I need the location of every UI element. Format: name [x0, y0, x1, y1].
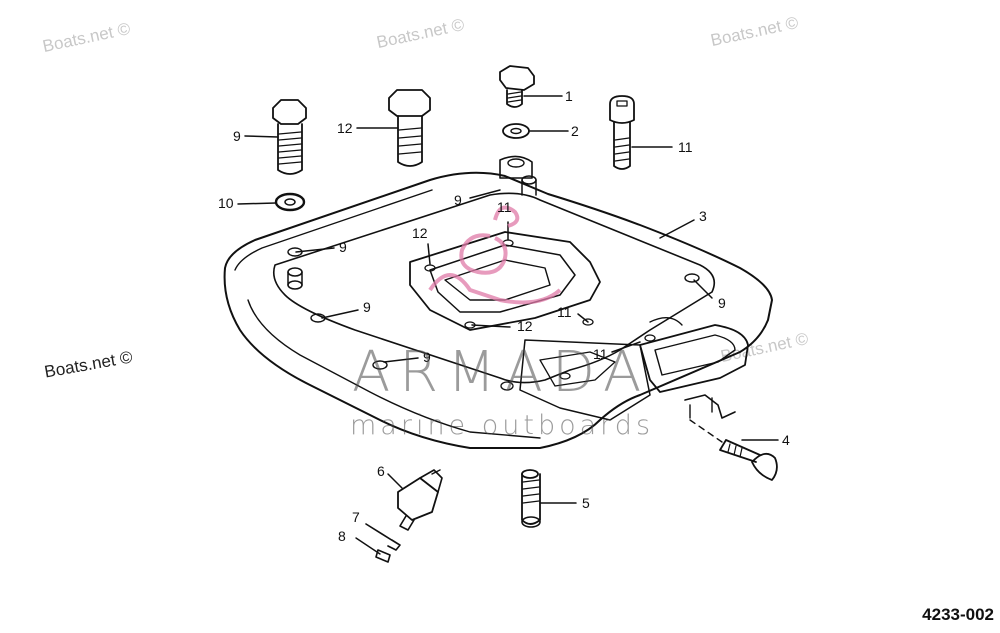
- callout-10: 10: [218, 195, 234, 211]
- socket-screw-11: [609, 95, 635, 170]
- callout-12-bolt: 12: [337, 120, 353, 136]
- adapter-plate-outline: [223, 171, 773, 449]
- callout-4: 4: [782, 432, 790, 448]
- callout-2: 2: [571, 123, 579, 139]
- callout-5: 5: [582, 495, 590, 511]
- callout-6: 6: [377, 463, 385, 479]
- adapter-plate-face: [272, 192, 716, 384]
- callout-9-right: 9: [718, 295, 726, 311]
- brand-name: ARMADA: [352, 340, 651, 405]
- callout-9-lower: 9: [423, 349, 431, 365]
- callout-3: 3: [699, 208, 707, 224]
- callout-1: 1: [565, 88, 573, 104]
- callout-11-top: 11: [497, 199, 512, 215]
- callout-12-mid: 12: [517, 318, 533, 334]
- pin-7: [365, 523, 401, 551]
- callout-11-screw: 11: [678, 139, 693, 155]
- bolt-4: [689, 419, 778, 481]
- brand-tagline: marine outboards: [350, 410, 655, 441]
- callout-12-left: 12: [412, 225, 428, 241]
- armada-logo-mark: [428, 205, 562, 305]
- stud-5: [521, 469, 541, 528]
- switch-6: [397, 469, 443, 531]
- callout-9-top: 9: [454, 192, 462, 208]
- callout-8: 8: [338, 528, 346, 544]
- pin-8: [355, 537, 391, 563]
- callout-9-mid: 9: [363, 299, 371, 315]
- callout-9-left: 9: [339, 239, 347, 255]
- bolt-9: [272, 99, 307, 175]
- callout-11-mid: 11: [557, 304, 572, 320]
- callout-7: 7: [352, 509, 360, 525]
- figure-id: 4233-002: [922, 605, 994, 624]
- bolt-1: [499, 65, 535, 108]
- washer-10: [274, 192, 306, 212]
- washer-2: [502, 123, 530, 139]
- bolt-12: [388, 89, 431, 167]
- callout-11-lower: 11: [593, 346, 608, 362]
- callout-9-bolt: 9: [233, 128, 241, 144]
